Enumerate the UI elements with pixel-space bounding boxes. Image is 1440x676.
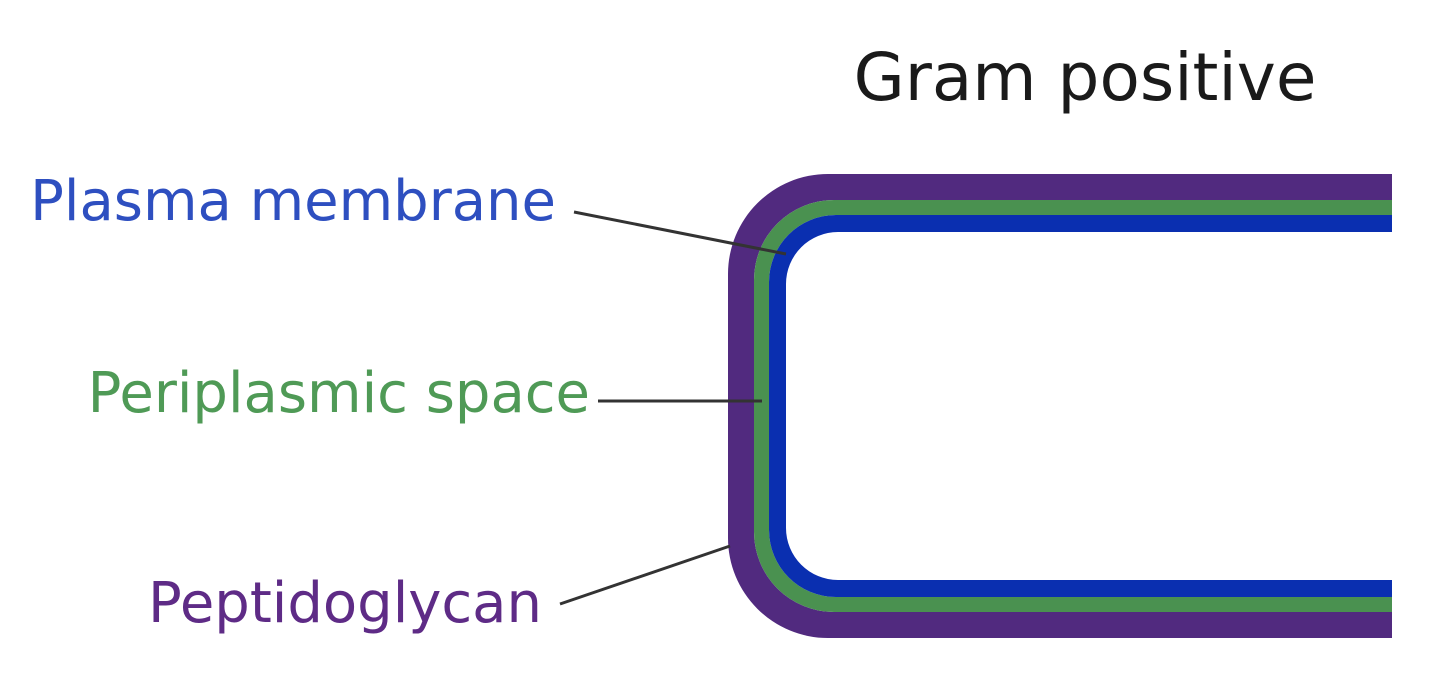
plasma-membrane-layer xyxy=(769,215,1392,597)
leader-line-plasma-membrane xyxy=(573,210,787,256)
peptidoglycan-layer xyxy=(728,174,1392,638)
label-periplasmic-space: Periplasmic space xyxy=(87,361,590,426)
label-plasma-membrane: Plasma membrane xyxy=(30,169,556,234)
diagram-title: Gram positive xyxy=(853,39,1317,116)
label-peptidoglycan: Peptidoglycan xyxy=(148,571,542,636)
leader-line-peptidoglycan xyxy=(559,544,731,606)
periplasmic-space-layer xyxy=(754,200,1392,612)
